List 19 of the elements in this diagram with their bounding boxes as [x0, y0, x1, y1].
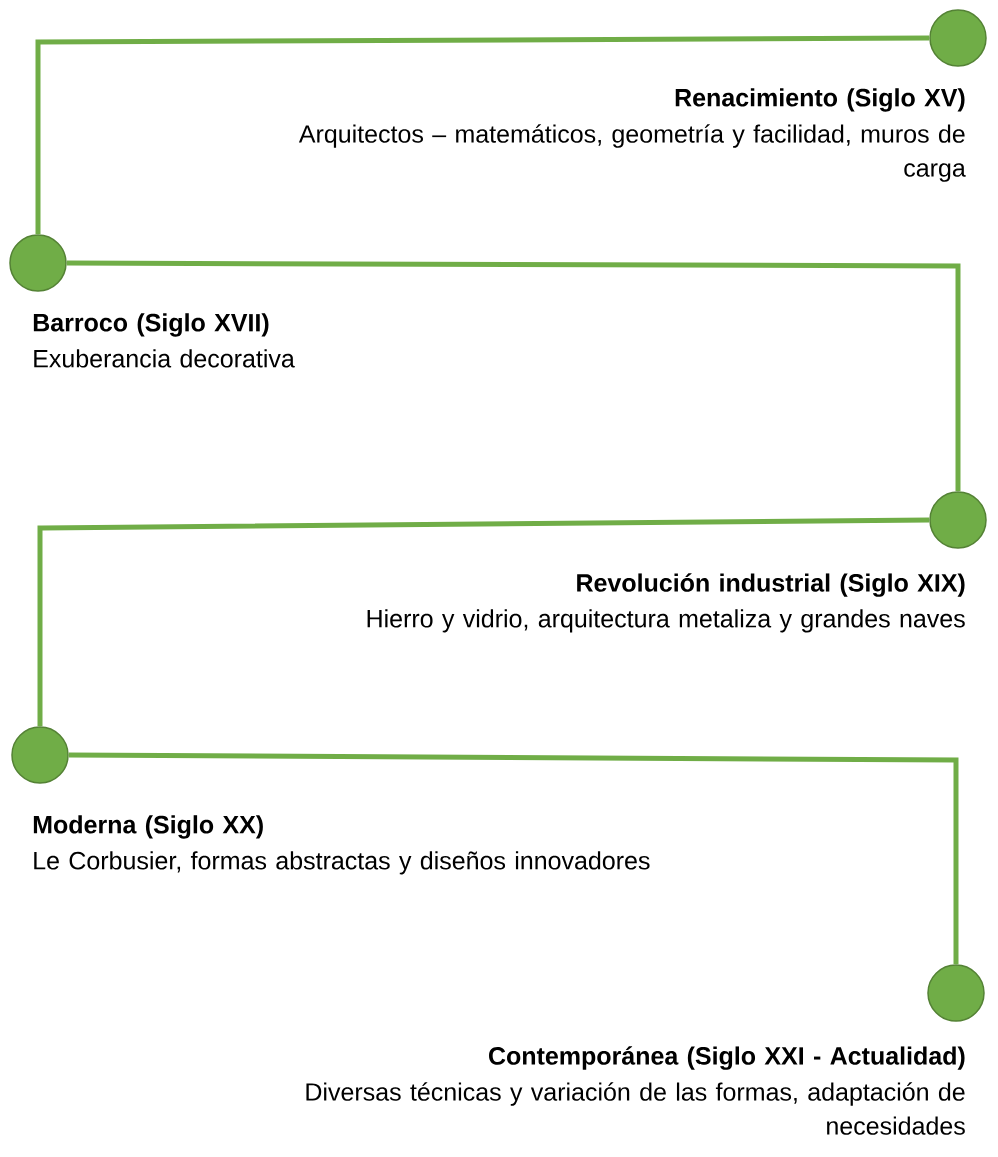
period-description: Hierro y vidrio, arquitectura metaliza y grandes naves — [367, 609, 965, 633]
timeline-dot — [929, 491, 987, 549]
period-heading: Renacimiento (Siglo XV) — [675, 88, 965, 112]
period-heading: Revolución industrial (Siglo XIX) — [577, 573, 965, 597]
connector-line — [35, 35, 930, 235]
period-heading: Moderna (Siglo XX) — [33, 815, 263, 839]
period-description: Arquitectos – matemáticos, geometría y facilidad, muros de carga — [298, 124, 966, 182]
period-description: Exuberancia decorativa — [34, 349, 295, 368]
period-heading: Barroco (Siglo XVII) — [33, 313, 269, 337]
connector-line — [68, 752, 959, 965]
timeline-dot — [11, 726, 69, 784]
connector-line — [66, 260, 961, 492]
period-heading: Contemporánea (Siglo XXI - Actualidad) — [489, 1046, 965, 1070]
timeline-dot — [929, 9, 987, 67]
timeline-dot — [927, 964, 985, 1022]
period-description: Le Corbusier, formas abstractas y diseños innovadores — [34, 851, 650, 875]
timeline-dot — [9, 234, 67, 292]
connector-line — [37, 517, 930, 727]
period-description: Diversas técnicas y variación de las formas, adaptación de necesidades — [306, 1082, 965, 1135]
